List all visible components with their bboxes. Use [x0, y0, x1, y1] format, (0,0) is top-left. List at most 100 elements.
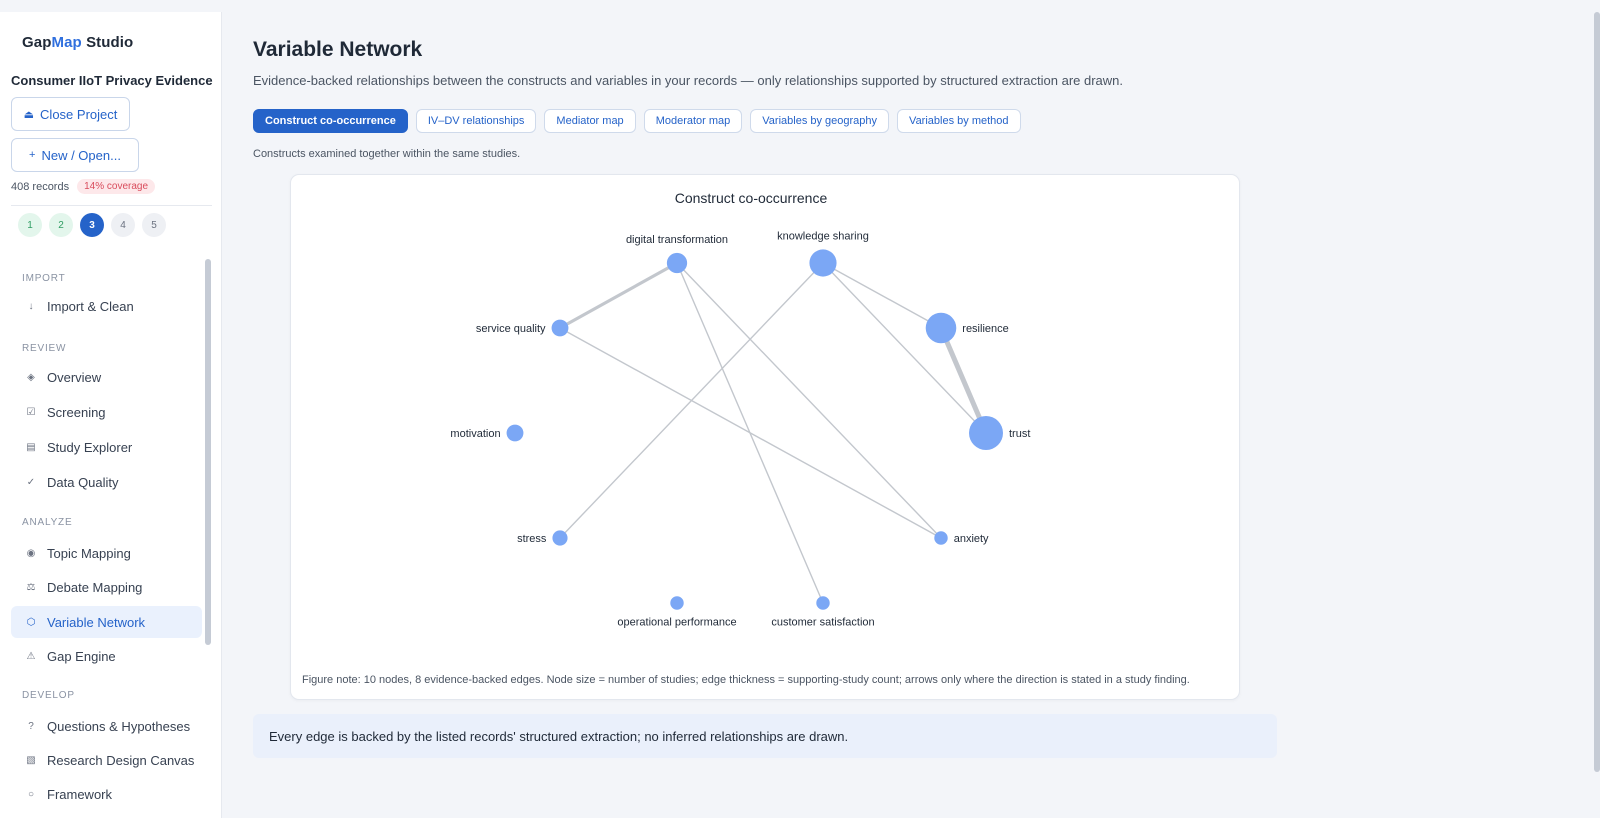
checkbox-icon: ☑ [26, 406, 36, 418]
canvas-grid-icon: ▧ [26, 754, 36, 766]
sidebar-item-framework[interactable]: ○ Framework [11, 778, 202, 810]
hexagon-icon: ⬡ [26, 616, 36, 628]
new-open-label: New / Open... [41, 147, 121, 163]
sidebar-item-debate-mapping[interactable]: ⚖ Debate Mapping [11, 571, 202, 603]
section-analyze: ANALYZE [22, 517, 73, 528]
sidebar-item-topic-mapping[interactable]: ◉ Topic Mapping [11, 537, 202, 569]
warning-triangle-icon: ⚠ [26, 650, 36, 662]
tab-variables-by-method[interactable]: Variables by method [897, 109, 1021, 133]
eject-icon: ⏏ [23, 108, 35, 121]
table-icon: ▤ [26, 441, 36, 453]
diamond-icon: ◈ [27, 371, 35, 383]
project-title: Consumer IIoT Privacy Evidence ... [11, 73, 216, 88]
brand-suffix: Studio [81, 34, 134, 51]
node-label: stress [517, 533, 547, 545]
network-node[interactable] [506, 424, 524, 442]
section-develop: DEVELOP [22, 690, 75, 701]
sidebar-item-overview[interactable]: ◈ Overview [11, 361, 202, 393]
network-svg: Construct co-occurrence digital transform… [450, 190, 1030, 629]
step-2[interactable]: 2 [49, 213, 73, 237]
sidebar-item-label: Research Design Canvas [47, 752, 195, 768]
tab-moderator-map[interactable]: Moderator map [643, 109, 743, 133]
brand-prefix: Gap [22, 34, 52, 51]
new-open-button[interactable]: + New / Open... [11, 138, 139, 172]
download-arrow-icon: ↓ [28, 300, 34, 312]
close-project-button[interactable]: ⏏ Close Project [11, 97, 130, 131]
sidebar-item-label: Debate Mapping [47, 579, 143, 595]
step-3[interactable]: 3 [80, 213, 104, 237]
sidebar-item-questions-hypotheses[interactable]: ? Questions & Hypotheses [11, 710, 202, 742]
figure-note: Figure note: 10 nodes, 8 evidence-backed… [302, 674, 1190, 686]
sidebar-item-label: Variable Network [47, 614, 146, 630]
network-edge[interactable] [559, 327, 942, 539]
tab-construct-co-occurrence[interactable]: Construct co-occurrence [253, 109, 408, 133]
sidebar-nav: IMPORT ↓ Import & Clean REVIEW ◈ Overvie… [0, 247, 221, 818]
network-node[interactable] [551, 319, 569, 337]
network-edge[interactable] [822, 262, 987, 434]
network-chart-card: Construct co-occurrence digital transform… [290, 174, 1240, 700]
sidebar-item-label: Screening [47, 404, 106, 420]
checkmark-icon: ✓ [26, 476, 36, 488]
node-label: trust [1009, 428, 1030, 440]
question-mark-icon: ? [28, 720, 34, 732]
coverage-badge: 14% coverage [77, 179, 156, 194]
node-label: anxiety [954, 533, 989, 545]
node-label: knowledge sharing [777, 230, 869, 242]
sidebar-item-label: Overview [47, 369, 102, 385]
network-node[interactable] [925, 312, 957, 344]
node-label: resilience [962, 323, 1008, 335]
brand-accent: Map [51, 34, 82, 51]
network-node[interactable] [816, 596, 830, 610]
sidebar-item-research-design-canvas[interactable]: ▧ Research Design Canvas [11, 744, 202, 776]
node-label: service quality [476, 323, 546, 335]
network-view-tabs: Construct co-occurrence IV–DV relationsh… [253, 109, 1021, 133]
tab-mediator-map[interactable]: Mediator map [544, 109, 636, 133]
scales-icon: ⚖ [26, 581, 36, 593]
sidebar-item-label: Framework [47, 786, 113, 802]
sidebar-item-study-explorer[interactable]: ▤ Study Explorer [11, 431, 202, 463]
node-label: operational performance [617, 617, 736, 629]
network-node[interactable] [969, 416, 1003, 450]
network-edge[interactable] [822, 262, 942, 329]
network-edge[interactable] [676, 262, 942, 539]
sidebar-divider [11, 205, 212, 206]
main-scrollbar[interactable] [1594, 12, 1600, 772]
sidebar-item-variable-network[interactable]: ⬡ Variable Network [11, 606, 202, 638]
page-subtitle: Evidence-backed relationships between th… [253, 73, 1124, 88]
network-node[interactable] [670, 596, 684, 610]
step-4[interactable]: 4 [111, 213, 135, 237]
sidebar-item-data-quality[interactable]: ✓ Data Quality [11, 466, 202, 498]
page-title: Variable Network [253, 38, 423, 61]
banner-text: Every edge is backed by the listed recor… [269, 728, 849, 744]
sidebar-scrollbar[interactable] [205, 259, 211, 645]
tab-iv-dv-relationships[interactable]: IV–DV relationships [415, 109, 537, 133]
network-node[interactable] [809, 249, 837, 277]
node-label: motivation [450, 428, 500, 440]
network-edge[interactable] [559, 262, 824, 539]
sidebar-item-label: Study Explorer [47, 439, 133, 455]
network-node[interactable] [552, 530, 568, 546]
section-import: IMPORT [22, 273, 66, 284]
network-node[interactable] [666, 252, 688, 274]
records-count: 408 records [11, 180, 70, 193]
step-5[interactable]: 5 [142, 213, 166, 237]
sidebar-item-gap-engine[interactable]: ⚠ Gap Engine [11, 640, 202, 672]
sidebar-item-import-clean[interactable]: ↓ Import & Clean [11, 290, 202, 322]
network-node[interactable] [934, 531, 948, 545]
node-label: digital transformation [626, 234, 728, 246]
evidence-info-banner: Every edge is backed by the listed recor… [253, 714, 1277, 758]
tab-variables-by-geography[interactable]: Variables by geography [750, 109, 890, 133]
target-icon: ◉ [26, 547, 36, 559]
close-project-label: Close Project [40, 106, 118, 122]
chart-title: Construct co-occurrence [675, 190, 828, 206]
sidebar-item-label: Data Quality [47, 474, 119, 490]
circle-outline-icon: ○ [27, 788, 35, 800]
step-1[interactable]: 1 [18, 213, 42, 237]
section-review: REVIEW [22, 343, 67, 354]
network-edge[interactable] [938, 325, 989, 436]
workflow-steps: 1 2 3 4 5 [18, 213, 166, 237]
brand-logo[interactable]: GapMap Studio [22, 34, 133, 51]
sidebar-item-label: Questions & Hypotheses [47, 718, 191, 734]
sidebar-item-screening[interactable]: ☑ Screening [11, 396, 202, 428]
network-edge[interactable] [558, 261, 679, 330]
